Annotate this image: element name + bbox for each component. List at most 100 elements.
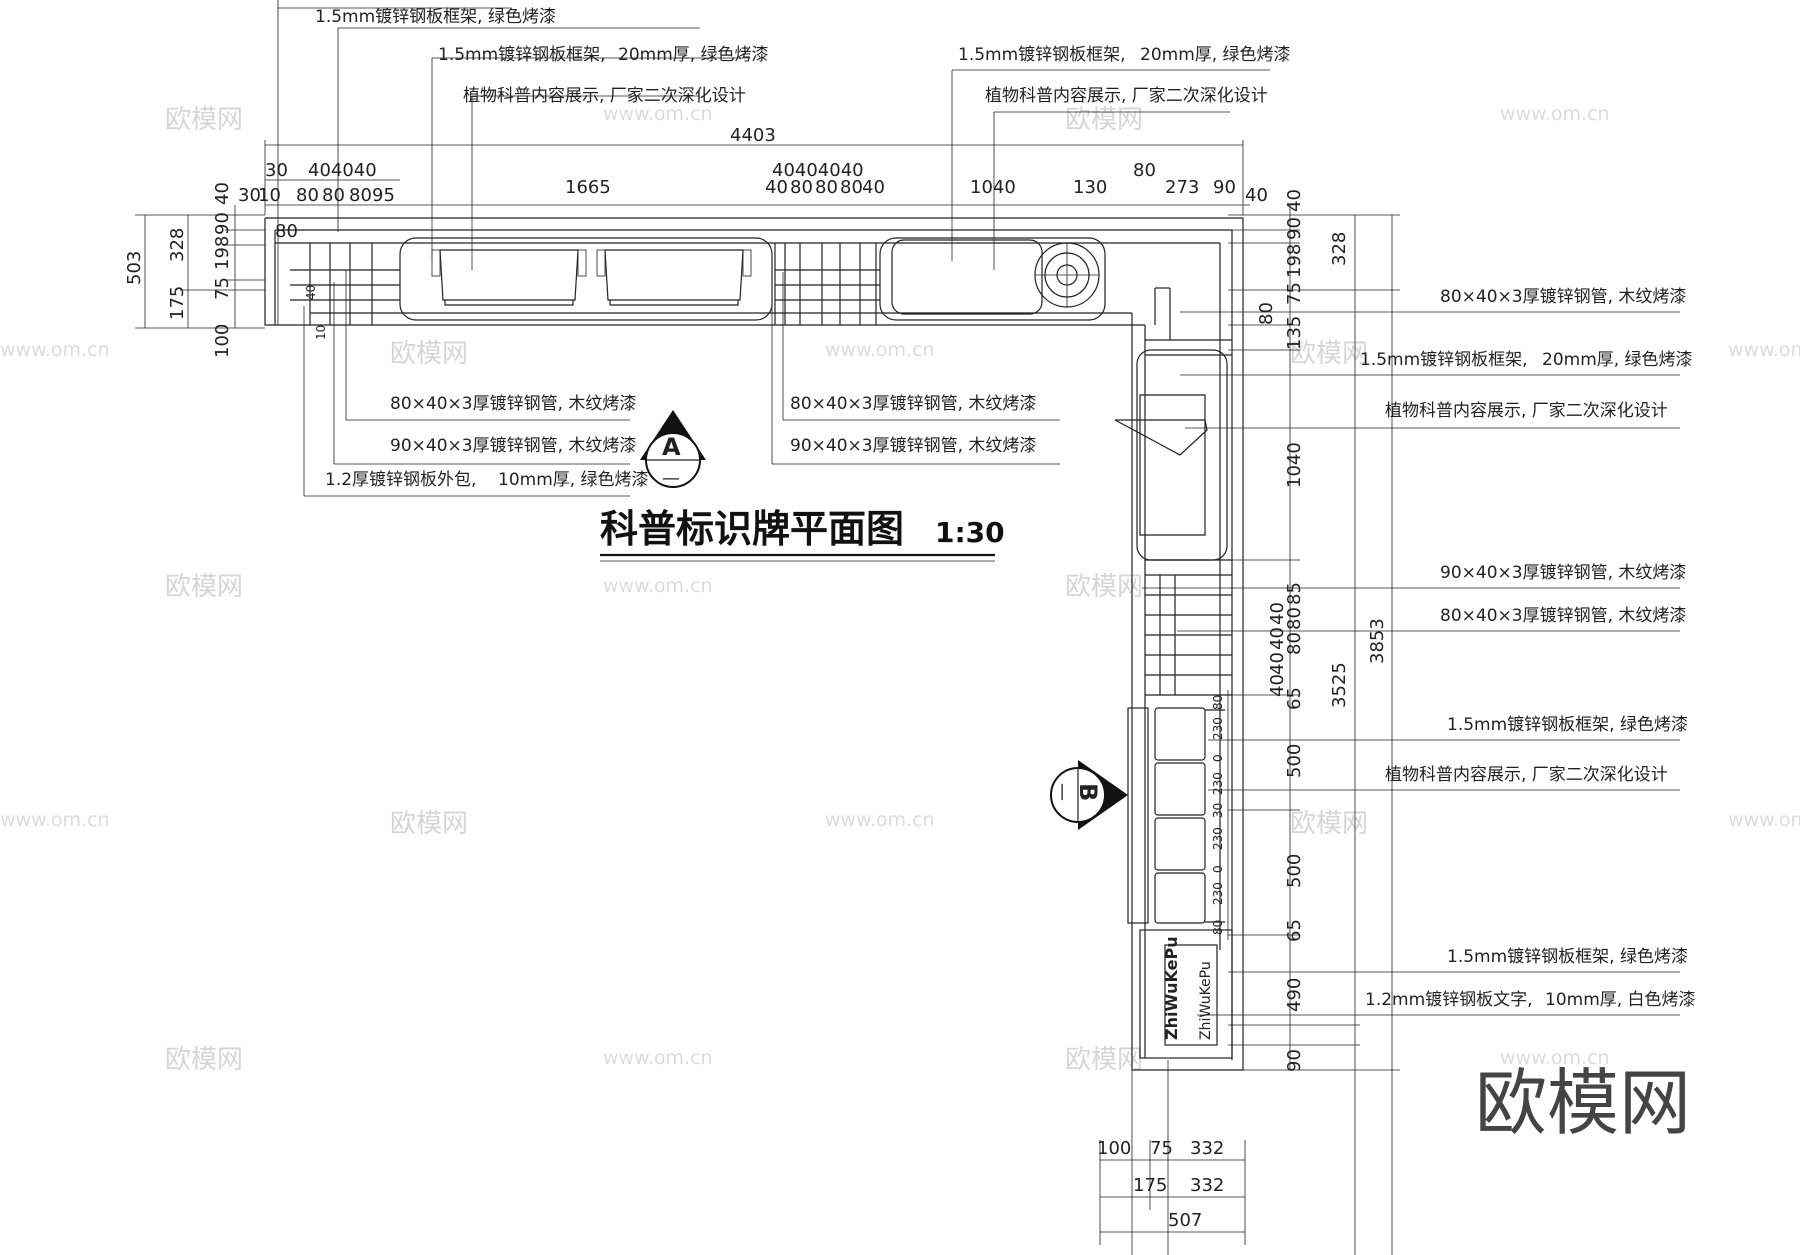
dim-label: 500 bbox=[1284, 744, 1305, 778]
note-steel-pipe: 90×40×3厚镀锌钢管, 木纹烤漆 bbox=[790, 436, 1036, 456]
dim-label: 75 bbox=[212, 277, 233, 300]
dim-label: 100 bbox=[1097, 1138, 1131, 1159]
dimension-lines bbox=[135, 140, 1400, 1255]
watermark: 欧模网 bbox=[165, 1045, 243, 1075]
dim-label: 10 bbox=[314, 325, 328, 340]
note-frame-thickness: 20mm厚, 绿色烤漆 bbox=[1542, 350, 1693, 370]
dim-label: 0 bbox=[1211, 754, 1225, 762]
dim-label: 328 bbox=[167, 228, 188, 262]
dim-label: 80 bbox=[790, 177, 813, 198]
note-frame: 1.5mm镀锌钢板框架, bbox=[958, 45, 1126, 65]
watermark: 欧模网 bbox=[165, 105, 243, 135]
dim-label: 80 bbox=[1211, 695, 1225, 710]
watermark-url: www.om.cn bbox=[603, 575, 713, 597]
section-sheet: — bbox=[662, 468, 680, 489]
note-content-display: 植物科普内容展示, 厂家二次深化设计 bbox=[1385, 401, 1668, 421]
note-frame: 1.5mm镀锌钢板框架, 绿色烤漆 bbox=[1447, 947, 1688, 967]
bottom-dimension-values: 100 75 332 175 332 507 bbox=[1097, 1138, 1224, 1231]
note-frame: 1.5mm镀锌钢板框架, 绿色烤漆 bbox=[1447, 715, 1688, 735]
note-frame: 1.5mm镀锌钢板框架, bbox=[438, 45, 606, 65]
watermark-url: www.om.cn bbox=[0, 809, 110, 831]
dim-label: 40 bbox=[1267, 674, 1288, 697]
top-notes: 1.5mm镀锌钢板框架, 绿色烤漆 1.5mm镀锌钢板框架, 20mm厚, 绿色… bbox=[315, 7, 1291, 106]
watermark: 欧模网 bbox=[390, 339, 468, 369]
section-letter: A bbox=[662, 433, 681, 461]
watermark-url: www.om.cn bbox=[1500, 1047, 1610, 1069]
dim-label: 100 bbox=[212, 324, 233, 358]
note-frame-thickness: 20mm厚, 绿色烤漆 bbox=[1140, 45, 1291, 65]
dim-label: 1040 bbox=[970, 177, 1016, 198]
dim-label: 0 bbox=[1211, 865, 1225, 873]
dim-label: 230 bbox=[1211, 882, 1225, 905]
watermark-url: www.om.cn bbox=[1728, 809, 1800, 831]
bottom-left-notes: 80×40×3厚镀锌钢管, 木纹烤漆 90×40×3厚镀锌钢管, 木纹烤漆 1.… bbox=[325, 394, 1036, 490]
dim-label: 80 bbox=[1133, 160, 1156, 181]
signage-lettering: ZhiWuKePu bbox=[1162, 936, 1181, 1040]
dim-label: 30 bbox=[1211, 803, 1225, 818]
dim-label: 40 bbox=[212, 182, 233, 205]
dim-label: 40 bbox=[1267, 627, 1288, 650]
title-text: 科普标识牌平面图 bbox=[600, 507, 904, 551]
watermark-url: www.om.cn bbox=[825, 809, 935, 831]
dim-label: 75 bbox=[1284, 282, 1305, 305]
dim-label: 40 bbox=[1267, 652, 1288, 675]
note-steel-pipe: 80×40×3厚镀锌钢管, 木纹烤漆 bbox=[790, 394, 1036, 414]
left-dimension-values: 503 328 175 40 90 198 75 100 40 10 bbox=[124, 182, 328, 358]
watermark: 欧模网 bbox=[1065, 572, 1143, 602]
dim-label: 230 bbox=[1211, 772, 1225, 795]
dim-label: 40 bbox=[765, 177, 788, 198]
dim-label: 90 bbox=[1213, 177, 1236, 198]
dim-label: 503 bbox=[124, 251, 145, 285]
dim-label: 332 bbox=[1190, 1138, 1224, 1159]
dim-label: 328 bbox=[1329, 232, 1350, 266]
dim-label: 80 bbox=[275, 221, 298, 242]
dim-label: 80 bbox=[1284, 607, 1305, 630]
dim-label: 80 bbox=[349, 185, 372, 206]
dim-label: 1040 bbox=[1284, 442, 1305, 488]
dim-label: 80 bbox=[815, 177, 838, 198]
dim-label: 198 bbox=[1284, 244, 1305, 278]
dim-label: 507 bbox=[1168, 1210, 1202, 1231]
dim-label: 80 bbox=[1211, 920, 1225, 935]
watermark: 欧模网 bbox=[1065, 1045, 1143, 1075]
dim-label: 95 bbox=[372, 185, 395, 206]
right-dimension-values: 40 90 198 75 80 135 1040 85 80 80 40 40 … bbox=[1211, 189, 1388, 1072]
watermark: 欧模网 bbox=[165, 572, 243, 602]
note-steel-pipe: 80×40×3厚镀锌钢管, 木纹烤漆 bbox=[390, 394, 636, 414]
dim-label: 230 bbox=[1211, 717, 1225, 740]
watermark-url: www.om.cn bbox=[825, 339, 935, 361]
dim-label: 40404040 bbox=[772, 160, 864, 181]
note-lettering: 1.2mm镀锌钢板文字, bbox=[1365, 990, 1533, 1010]
section-letter: B bbox=[1074, 783, 1102, 801]
dim-label: 40 bbox=[1267, 602, 1288, 625]
dim-label: 10 bbox=[258, 185, 281, 206]
right-notes: 80×40×3厚镀锌钢管, 木纹烤漆 1.5mm镀锌钢板框架, 20mm厚, 绿… bbox=[1360, 287, 1696, 1010]
top-dimension-values: 4403 30 404040 30 10 80 80 80 95 1665 40… bbox=[238, 125, 1268, 242]
title-scale: 1:30 bbox=[935, 516, 1005, 549]
dim-label: 40 bbox=[862, 177, 885, 198]
watermark: 欧模网 bbox=[1065, 105, 1143, 135]
dim-label: 1665 bbox=[565, 177, 611, 198]
dim-label: 273 bbox=[1165, 177, 1199, 198]
dim-label: 65 bbox=[1284, 919, 1305, 942]
dim-label: 40 bbox=[1245, 185, 1268, 206]
watermark-url: www.om.cn bbox=[1500, 103, 1610, 125]
watermark-url: www.om.cn bbox=[1728, 339, 1800, 361]
dim-label: 80 bbox=[322, 185, 345, 206]
signage-lettering: ZhiWuKePu bbox=[1198, 961, 1214, 1040]
section-marker-a: A — bbox=[640, 410, 706, 489]
note-cladding-thickness: 10mm厚, 绿色烤漆 bbox=[498, 470, 649, 490]
dim-label: 3853 bbox=[1367, 618, 1388, 664]
note-content-display: 植物科普内容展示, 厂家二次深化设计 bbox=[463, 86, 746, 106]
dim-label: 230 bbox=[1211, 827, 1225, 850]
section-sheet: — bbox=[1052, 783, 1073, 801]
watermark-url: www.om.cn bbox=[603, 103, 713, 125]
dim-label: 75 bbox=[1150, 1138, 1173, 1159]
dim-label: 500 bbox=[1284, 854, 1305, 888]
dim-label: 198 bbox=[212, 236, 233, 270]
dim-label: 90 bbox=[1284, 217, 1305, 240]
dim-label: 80 bbox=[1284, 632, 1305, 655]
note-frame: 1.5mm镀锌钢板框架, 绿色烤漆 bbox=[315, 7, 556, 27]
note-steel-pipe: 90×40×3厚镀锌钢管, 木纹烤漆 bbox=[1440, 563, 1686, 583]
note-steel-pipe: 80×40×3厚镀锌钢管, 木纹烤漆 bbox=[1440, 287, 1686, 307]
